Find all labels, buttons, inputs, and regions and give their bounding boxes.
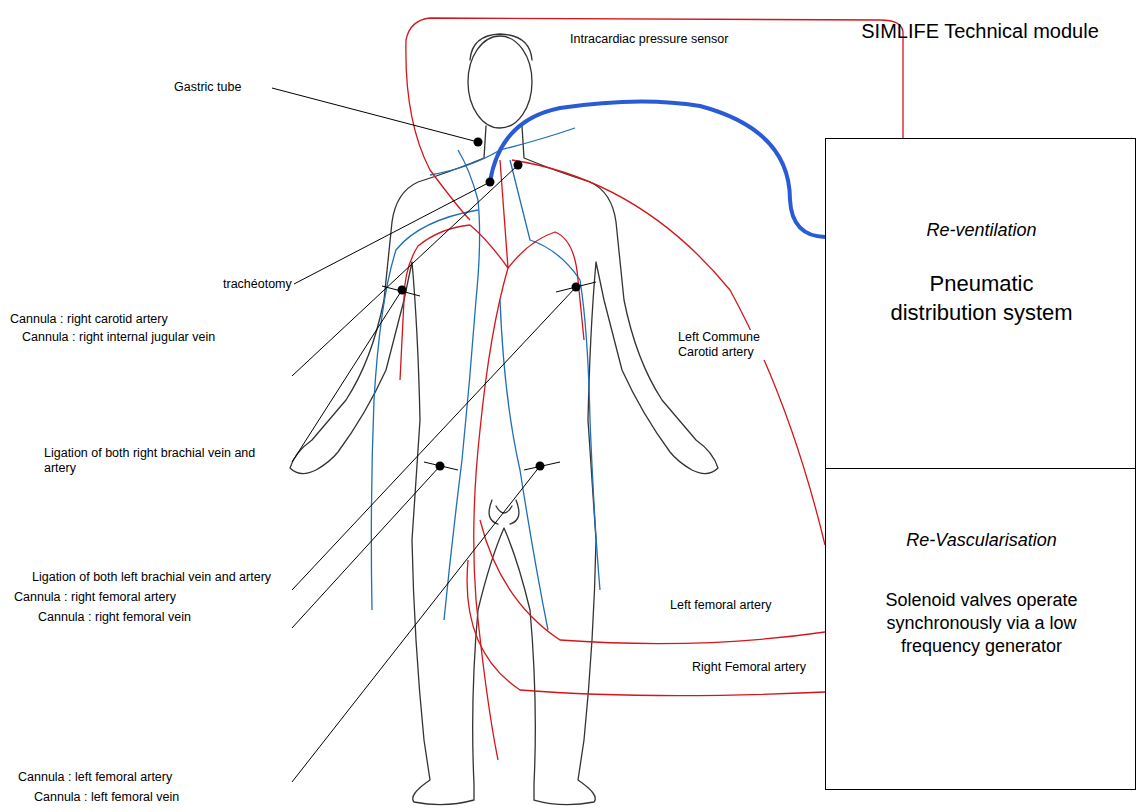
lead-label: Cannula : right femoral artery [14,590,176,605]
box-body: Solenoid valves operate synchronously vi… [882,589,1082,658]
lead-label: Cannula : left femoral artery [18,770,172,785]
lead-label: Cannula : right femoral vein [38,610,191,625]
box-heading: Re-ventilation [842,219,1122,242]
lead-label: Ligation of both right brachial vein and… [44,446,288,476]
lead-label: Cannula : right internal jugular vein [22,330,215,345]
lead-label: Cannula : left femoral vein [34,790,179,805]
lead-label: Ligation of both left brachial vein and … [32,570,282,585]
line-label: Intracardiac pressure sensor [568,32,730,47]
lead-label: Cannula : right carotid artery [10,312,168,327]
line-label: Left femoral artery [668,598,773,613]
lead-label: Gastric tube [174,80,241,95]
line-label: Right Femoral artery [690,660,808,675]
box-heading: Re-Vascularisation [842,529,1122,552]
box-body: Pneumatic distribution system [882,269,1082,327]
module-title: SIMLIFE Technical module [860,18,1100,44]
line-label: Left Commune Carotid artery [676,330,798,360]
lead-label: trachéotomy [223,277,292,292]
module-box: Re-VascularisationSolenoid valves operat… [825,468,1136,790]
module-box: Re-ventilationPneumatic distribution sys… [825,138,1136,469]
